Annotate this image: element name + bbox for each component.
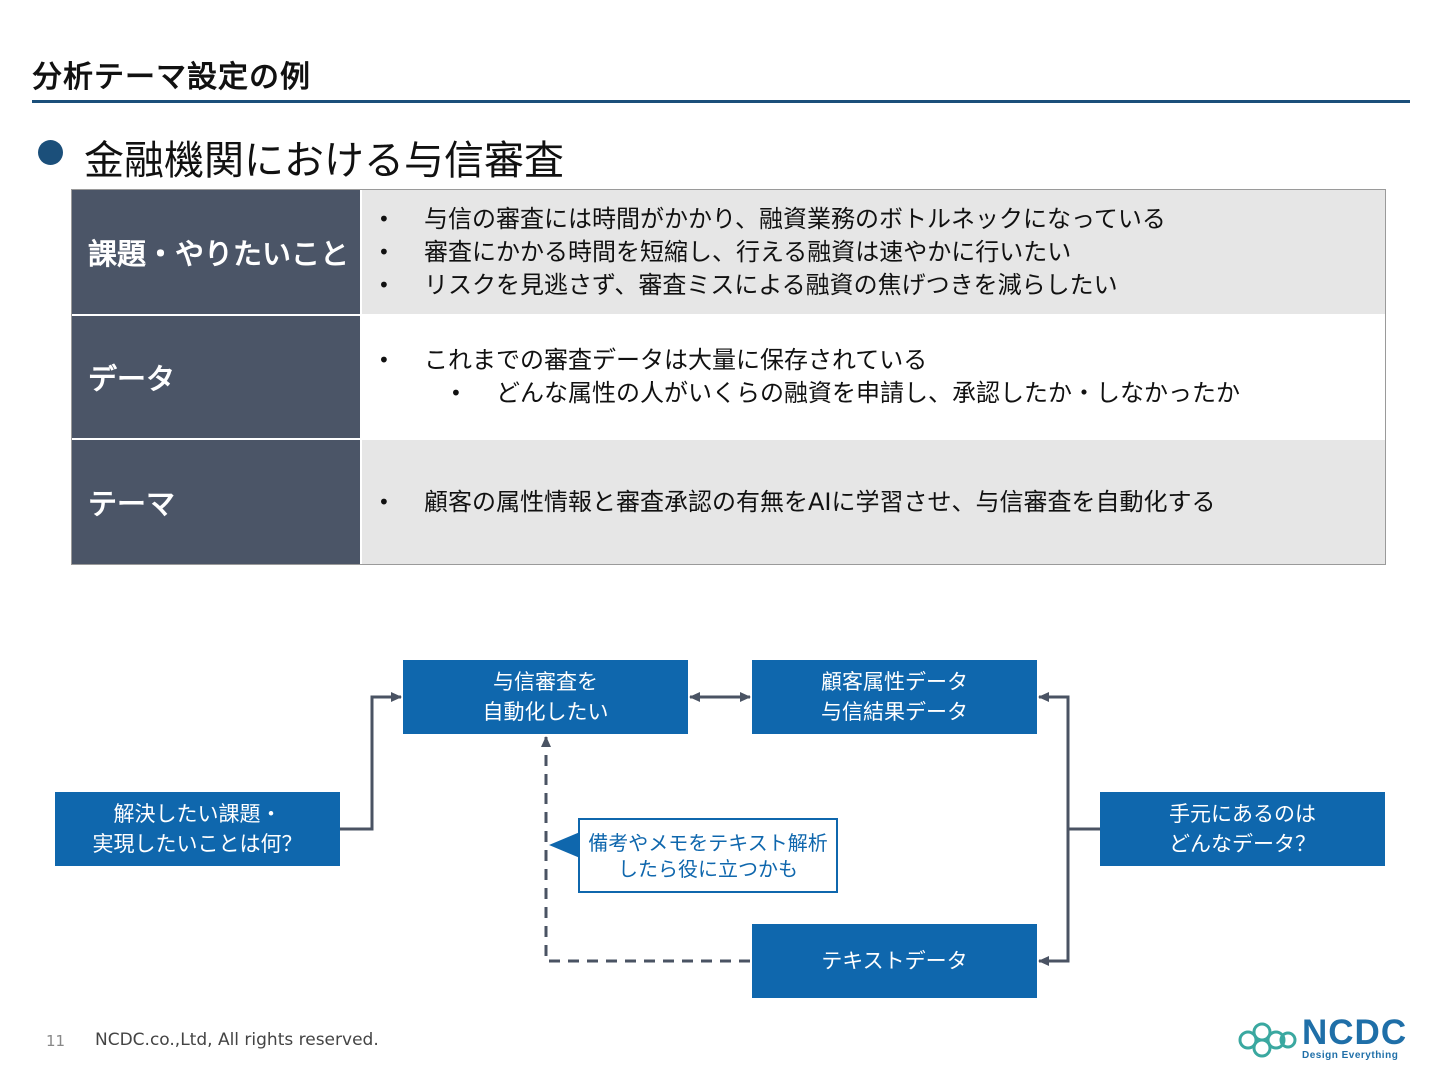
logo-wordmark: NCDC bbox=[1302, 1013, 1408, 1052]
bullet-item: • 顧客の属性情報と審査承認の有無をAIに学習させ、与信審査を自動化する bbox=[378, 486, 1385, 519]
bullet-icon: • bbox=[378, 489, 390, 514]
row-label: データ bbox=[72, 316, 362, 438]
note-line2: したら役に立つかも bbox=[618, 856, 798, 881]
node-customer-data: 顧客属性データ 与信結果データ bbox=[752, 660, 1037, 734]
node-goal-line2: 自動化したい bbox=[482, 700, 609, 724]
row-content: • 与信の審査には時間がかかり、融資業務のボトルネックになっている • 審査にか… bbox=[362, 190, 1385, 314]
copyright-text: NCDC.co.,Ltd, All rights reserved. bbox=[95, 1030, 379, 1050]
node-goal-line1: 与信審査を bbox=[493, 670, 598, 694]
row-content: • これまでの審査データは大量に保存されている • どんな属性の人がいくらの融資… bbox=[362, 316, 1385, 438]
connector-available-to-customer-data bbox=[1038, 692, 1100, 831]
bullet-text: どんな属性の人がいくらの融資を申請し、承認したか・しなかったか bbox=[496, 379, 1240, 407]
page-title: 分析テーマ設定の例 bbox=[32, 60, 311, 95]
heading-bullet-icon bbox=[38, 140, 63, 165]
bullet-icon: • bbox=[378, 239, 390, 264]
bullet-icon: • bbox=[378, 272, 390, 297]
node-text-data-line1: テキストデータ bbox=[821, 949, 968, 973]
node-available-data: 手元にあるのは どんなデータ？ bbox=[1100, 792, 1385, 866]
bullet-icon: • bbox=[450, 381, 462, 405]
page-number: 11 bbox=[46, 1032, 66, 1050]
node-issue: 解決したい課題・ 実現したいことは何？ bbox=[55, 792, 340, 866]
node-goal: 与信審査を 自動化したい bbox=[403, 660, 688, 734]
section-heading: 金融機関における与信審査 bbox=[84, 138, 564, 184]
node-available-data-line2: どんなデータ？ bbox=[1169, 832, 1316, 856]
info-table: 課題・やりたいこと • 与信の審査には時間がかかり、融資業務のボトルネックになっ… bbox=[71, 189, 1386, 565]
title-divider bbox=[32, 100, 1410, 103]
node-issue-line1: 解決したい課題・ bbox=[113, 802, 282, 826]
bullet-item: • 審査にかかる時間を短縮し、行える融資は速やかに行いたい bbox=[378, 236, 1385, 269]
connector-available-to-text-data bbox=[1038, 829, 1070, 966]
note-line1: 備考やメモをテキスト解析 bbox=[588, 830, 828, 855]
molecule-logo-icon bbox=[1238, 1022, 1297, 1058]
node-note-callout: 備考やメモをテキスト解析 したら役に立つかも bbox=[578, 818, 838, 893]
bullet-item: • リスクを見逃さず、審査ミスによる融資の焦げつきを減らしたい bbox=[378, 269, 1385, 302]
row-label: テーマ bbox=[72, 440, 362, 564]
table-row-data: データ • これまでの審査データは大量に保存されている • どんな属性の人がいく… bbox=[72, 314, 1385, 438]
table-row-theme: テーマ • 顧客の属性情報と審査承認の有無をAIに学習させ、与信審査を自動化する bbox=[72, 438, 1385, 564]
bullet-text: 顧客の属性情報と審査承認の有無をAIに学習させ、与信審査を自動化する bbox=[424, 487, 1216, 516]
bullet-icon: • bbox=[378, 206, 390, 231]
note-pointer bbox=[549, 832, 580, 858]
bullet-icon: • bbox=[378, 348, 390, 372]
bullet-text: リスクを見逃さず、審査ミスによる融資の焦げつきを減らしたい bbox=[424, 270, 1118, 299]
table-row-issue: 課題・やりたいこと • 与信の審査には時間がかかり、融資業務のボトルネックになっ… bbox=[72, 190, 1385, 314]
bullet-item: • これまでの審査データは大量に保存されている bbox=[378, 344, 1385, 377]
row-content: • 顧客の属性情報と審査承認の有無をAIに学習させ、与信審査を自動化する bbox=[362, 440, 1385, 564]
bullet-item: • 与信の審査には時間がかかり、融資業務のボトルネックになっている bbox=[378, 203, 1385, 236]
company-logo: NCDC Design Everything bbox=[1238, 1013, 1418, 1062]
sub-bullet-item: • どんな属性の人がいくらの融資を申請し、承認したか・しなかったか bbox=[378, 377, 1385, 410]
bullet-text: これまでの審査データは大量に保存されている bbox=[424, 346, 928, 374]
node-customer-data-line1: 顧客属性データ bbox=[821, 670, 968, 694]
node-text-data: テキストデータ bbox=[752, 924, 1037, 998]
logo-tagline: Design Everything bbox=[1302, 1050, 1399, 1061]
row-label: 課題・やりたいこと bbox=[72, 190, 362, 314]
connector-issue-to-goal bbox=[340, 692, 402, 831]
bullet-text: 与信の審査には時間がかかり、融資業務のボトルネックになっている bbox=[424, 204, 1166, 233]
node-customer-data-line2: 与信結果データ bbox=[821, 700, 968, 724]
node-issue-line2: 実現したいことは何？ bbox=[92, 832, 303, 856]
node-available-data-line1: 手元にあるのは bbox=[1169, 802, 1316, 826]
bullet-text: 審査にかかる時間を短縮し、行える融資は速やかに行いたい bbox=[424, 237, 1072, 266]
